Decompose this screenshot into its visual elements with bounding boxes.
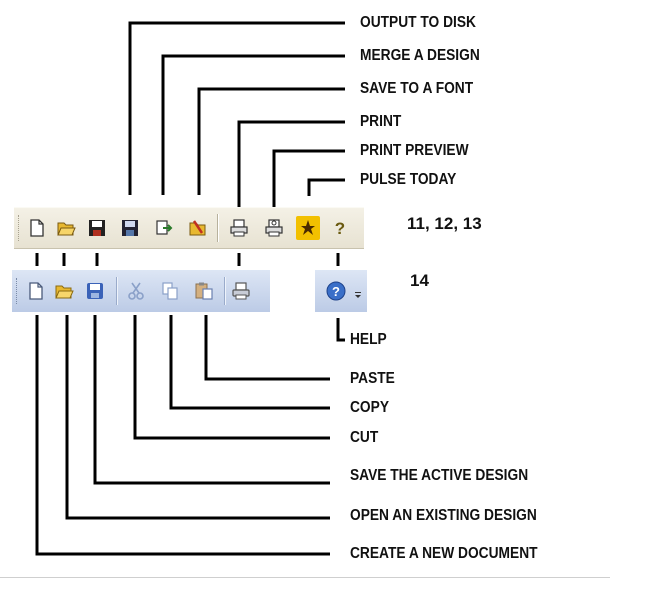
cut-scissors-icon[interactable] — [126, 281, 146, 301]
line-print — [237, 120, 345, 215]
help-toolbar: ? — [315, 270, 367, 312]
toolbar-separator — [116, 277, 118, 305]
line-create-new — [35, 315, 330, 556]
label-output-to-disk: OUTPUT TO DISK — [360, 14, 476, 31]
label-merge-a-design: MERGE A DESIGN — [360, 47, 480, 64]
label-open-an-existing-design: OPEN AN EXISTING DESIGN — [350, 507, 537, 524]
label-save-to-a-font: SAVE TO A FONT — [360, 80, 474, 97]
print-preview-icon[interactable] — [264, 218, 284, 238]
line-open-existing — [65, 315, 330, 520]
label-save-the-active-design: SAVE THE ACTIVE DESIGN — [350, 467, 529, 484]
toolbar-grip[interactable] — [18, 215, 22, 241]
open-folder-icon[interactable] — [54, 281, 74, 301]
label-paste: PASTE — [350, 370, 395, 387]
line-help — [336, 318, 345, 342]
line-cut — [133, 315, 330, 440]
label-pulse-today: PULSE TODAY — [360, 171, 457, 188]
output-to-disk-icon[interactable] — [120, 218, 140, 238]
help-circle-icon[interactable]: ? — [326, 281, 346, 301]
line-output-to-disk — [128, 21, 345, 195]
label-number-14: 14 — [410, 271, 429, 290]
label-numbers-11-12-13: 11, 12, 13 — [407, 214, 482, 233]
label-create-a-new-document: CREATE A NEW DOCUMENT — [350, 545, 538, 562]
save-to-font-icon[interactable] — [188, 218, 208, 238]
label-print: PRINT — [360, 113, 402, 130]
line-pulse-today — [307, 178, 345, 196]
toolbar-separator — [224, 277, 226, 305]
print-icon[interactable] — [231, 281, 251, 301]
line-print-preview — [272, 149, 345, 215]
classic-toolbar: ? — [14, 207, 364, 249]
label-help: HELP — [350, 331, 387, 348]
save-disk-icon[interactable] — [85, 281, 105, 301]
line-merge-design — [161, 54, 345, 195]
toolbar-separator — [217, 214, 219, 242]
label-copy: COPY — [350, 399, 389, 416]
standard-toolbar — [12, 270, 270, 312]
line-paste — [204, 315, 330, 381]
line-save-active — [93, 315, 330, 485]
paste-icon[interactable] — [194, 281, 214, 301]
merge-design-icon[interactable] — [154, 218, 174, 238]
line-save-to-font — [197, 87, 345, 195]
bottom-rule — [0, 577, 610, 578]
line-copy — [169, 315, 330, 410]
open-folder-icon[interactable] — [56, 218, 76, 238]
toolbar-grip[interactable] — [16, 278, 20, 304]
svg-text:?: ? — [332, 284, 340, 299]
pulse-today-icon[interactable] — [296, 216, 320, 240]
svg-text:?: ? — [335, 219, 345, 238]
help-question-icon[interactable]: ? — [330, 218, 350, 238]
save-disk-icon[interactable] — [87, 218, 107, 238]
new-document-icon[interactable] — [26, 281, 46, 301]
new-document-icon[interactable] — [27, 218, 47, 238]
label-print-preview: PRINT PREVIEW — [360, 142, 469, 159]
print-icon[interactable] — [229, 218, 249, 238]
copy-icon[interactable] — [160, 281, 180, 301]
dropdown-arrow-icon[interactable] — [353, 290, 363, 300]
label-cut: CUT — [350, 429, 379, 446]
